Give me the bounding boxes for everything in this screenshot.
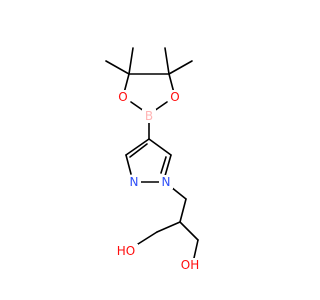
atom-o-ring-left: O (116, 90, 130, 104)
bond-c4-c5 (148, 138, 172, 156)
nitrogen-label-2: N (130, 175, 139, 189)
atom-label-layer: O O B N N HO OH (114, 90, 202, 272)
bond-c4-o-right (168, 73, 175, 94)
bond-c3p-n2 (125, 154, 132, 175)
atom-o-ring-right: O (168, 90, 182, 104)
atom-oh-right: OH (178, 258, 202, 272)
bond-ch2-right-oh (193, 239, 199, 259)
molecule-structure: O O B N N HO OH (105, 47, 202, 272)
bond-c3-o-left (123, 73, 130, 94)
oxygen-label-ring-left: O (118, 90, 127, 104)
bond-c4-methyl-right (168, 60, 193, 75)
boron-label: B (145, 109, 153, 123)
hydroxyl-label-right: OH (181, 258, 199, 272)
bond-layer (105, 47, 199, 259)
bond-ch-ch2-left (156, 221, 181, 233)
bond-ch-ch2-right (179, 221, 199, 241)
bond-c4-c3p-double (129, 143, 148, 158)
bond-c3-methyl-up (128, 47, 134, 75)
bond-c3-methyl-left (105, 60, 130, 75)
bond-c4-methyl-up (164, 47, 170, 75)
atom-n-pyrazole-2: N (127, 175, 141, 189)
oxygen-label-ring-right: O (170, 90, 179, 104)
bond-c4-c3p (125, 138, 150, 156)
atom-n-pyrazole-1: N (159, 175, 173, 189)
bond-o-left-b (130, 101, 145, 112)
hydroxyl-label-left: HO (117, 244, 135, 258)
atom-oh-left: HO (114, 244, 138, 258)
bond-ch2-left-oh (137, 231, 158, 245)
nitrogen-label-1: N (162, 175, 171, 189)
bond-c5-n1-double (160, 156, 167, 174)
bond-ch2-ch (179, 198, 187, 223)
bond-c5-n1 (164, 154, 172, 177)
bond-n1-ch2 (170, 186, 187, 200)
bond-o-right-b (153, 101, 168, 112)
atom-boron: B (142, 109, 156, 123)
